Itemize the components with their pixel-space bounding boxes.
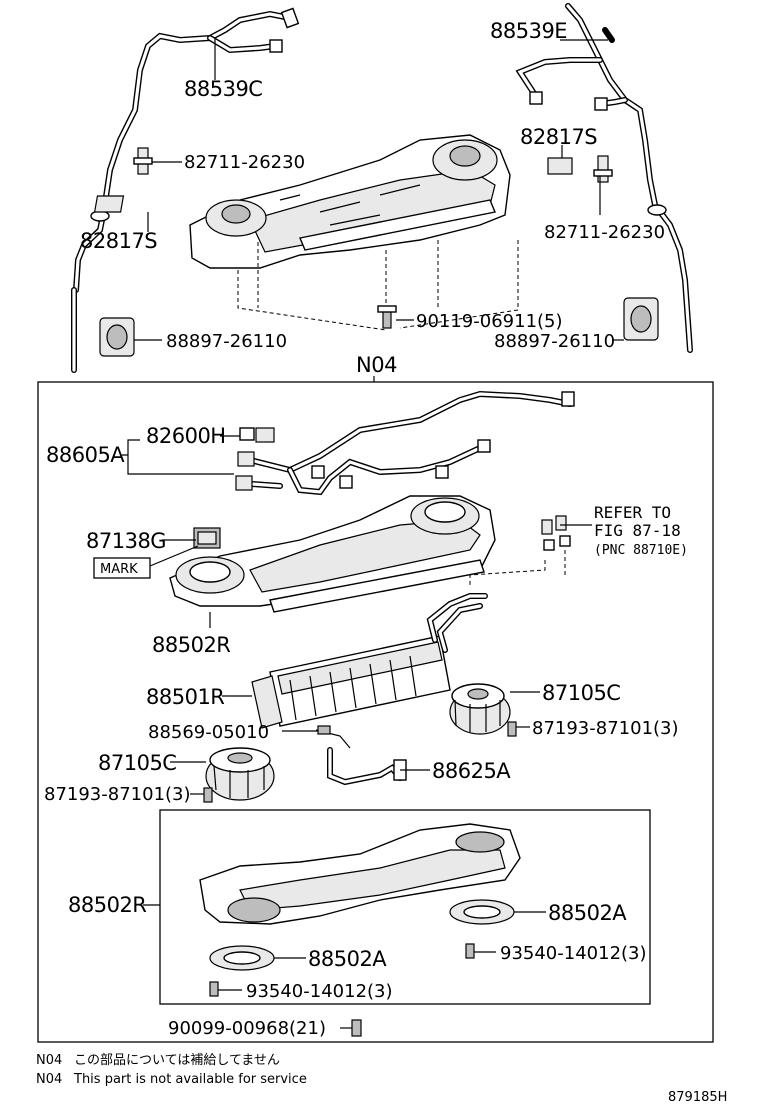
label-88897-right: 88897-26110 [494,331,615,352]
clip-82711-left [133,147,153,175]
label-88897-left: 88897-26110 [166,331,287,352]
label-93540-right: 93540-14012(3) [500,943,647,964]
label-88502r-upper: 88502R [152,633,230,657]
gasket-88502a-right [449,899,515,925]
label-90099: 90099-00968(21) [168,1018,326,1039]
label-88539e: 88539E [490,19,567,43]
label-88539c: 88539C [184,77,262,101]
pipe-fittings-refer [541,515,571,551]
n04-assembly-box [37,381,714,1043]
duct-88502r-lower [199,823,521,925]
note-code-1: N04 [36,1053,62,1068]
label-88625a: 88625A [432,759,511,783]
screw-90099 [351,1019,362,1037]
label-87193-right: 87193-87101(3) [532,718,679,739]
heater-core-88501r [251,593,488,729]
label-87105c-left: 87105C [98,751,176,775]
label-mark: MARK [100,562,138,577]
label-82817s-left: 82817S [80,229,157,253]
grommet-88897-right [623,297,659,341]
blower-87105c-left [205,747,275,801]
lower-duct-box [159,809,651,1005]
wire-88625a [327,747,407,786]
pad-82817s-left [93,195,125,213]
label-refer-pnc: (PNC 88710E) [594,543,688,558]
sensor-88569 [315,725,351,749]
screw-90119 [377,305,397,329]
screw-87193-left [203,787,213,803]
gasket-88502a-left [209,945,275,971]
label-82817s-right: 82817S [520,125,597,149]
label-82711-right: 82711-26230 [544,222,665,243]
clip-82711-right [593,155,613,183]
hose-88539c-drawing [71,7,300,373]
label-90119: 90119-06911(5) [416,311,563,332]
duct-88502r-upper [169,495,496,613]
mark-box [93,557,151,579]
label-87193-left: 87193-87101(3) [44,784,191,805]
switch-87138g [193,527,221,549]
label-82711-left: 82711-26230 [184,152,305,173]
note-code-2: N04 [36,1072,62,1087]
label-93540-left: 93540-14012(3) [246,981,393,1002]
screw-93540-right [465,943,475,959]
label-refer-to: REFER TO [594,503,671,522]
label-87105c-right: 87105C [542,681,620,705]
label-88605a: 88605A [46,443,125,467]
label-refer-fig: FIG 87-18 [594,521,681,540]
figure-id: 879185H [668,1090,727,1105]
label-82600h: 82600H [146,424,226,448]
pad-82817s-right [547,157,573,175]
label-n04-header: N04 [356,353,397,377]
wire-harness-88605a [235,390,575,496]
label-87138g: 87138G [86,529,166,553]
duct-assembly-top [189,134,511,269]
blower-87105c-right [449,683,511,735]
label-88502r-lower: 88502R [68,893,146,917]
label-88502a-left: 88502A [308,947,387,971]
screw-87193-right [507,721,517,737]
grommet-88897-left [99,317,135,357]
label-88569: 88569-05010 [148,722,269,743]
note-text-en: This part is not available for service [73,1072,307,1087]
hose-88539e-drawing [515,3,693,353]
label-88501r: 88501R [146,685,224,709]
label-88502a-right: 88502A [548,901,627,925]
screw-93540-left [209,981,219,997]
note-text-jp: この部品については補給してません [74,1053,280,1068]
